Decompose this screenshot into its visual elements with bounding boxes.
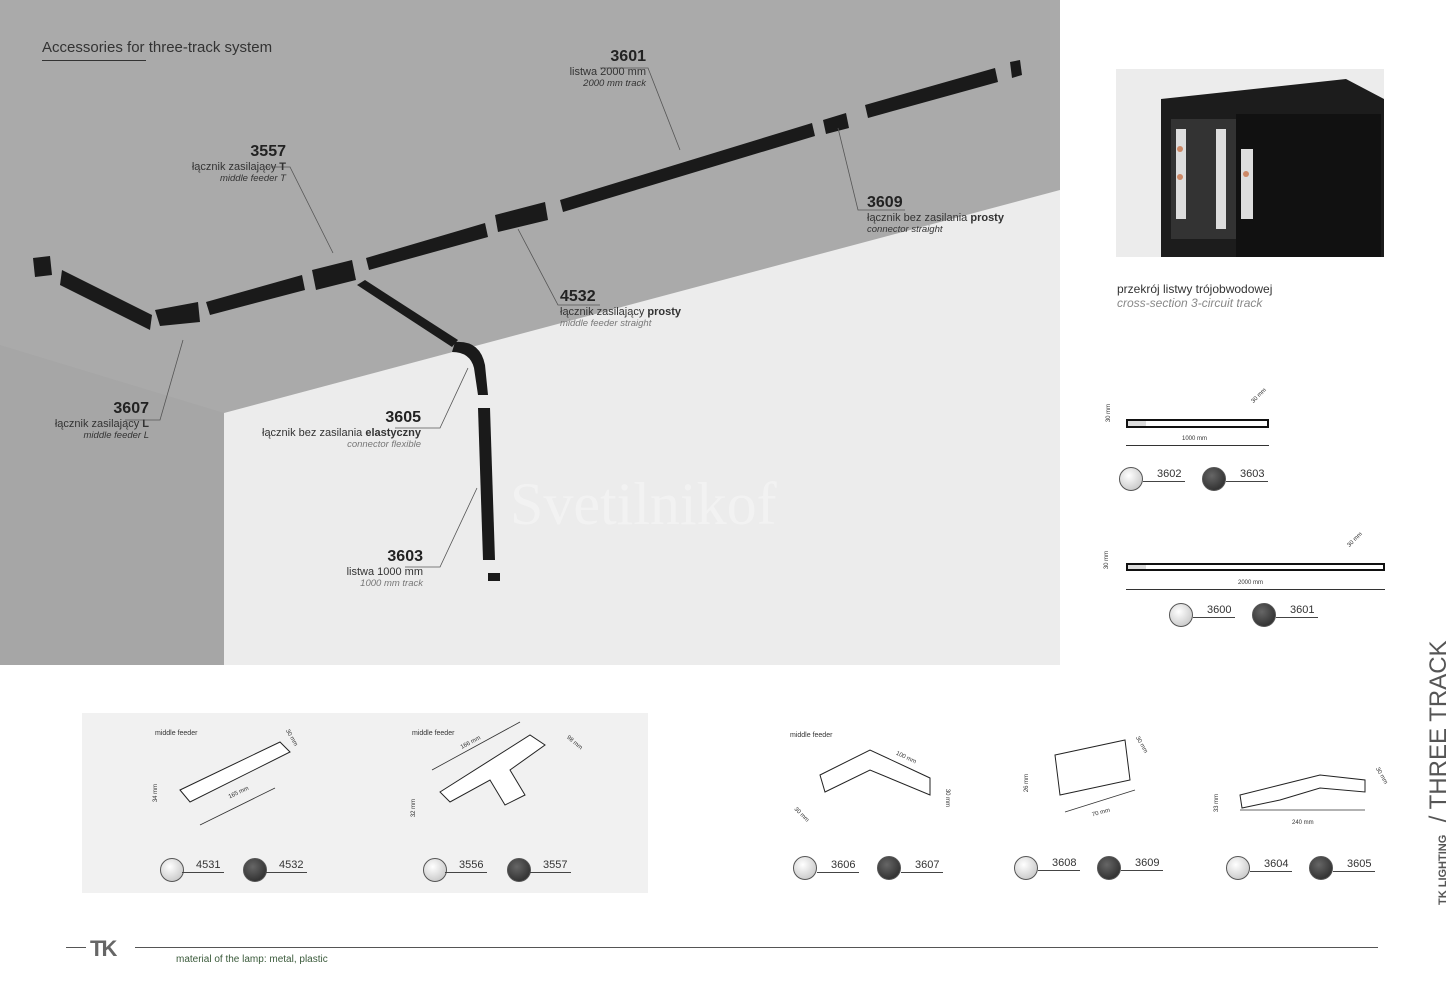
track-parts: [33, 60, 1022, 581]
watermark: Svetilnikof: [510, 471, 777, 537]
cross-section-caption: przekrój listwy trójobwodowej cross-sect…: [1117, 282, 1273, 310]
dim: 26 mm: [1024, 773, 1031, 793]
swatch-black: [1309, 856, 1333, 880]
swatch-black: [1202, 467, 1226, 491]
dim-width: 30 mm: [1250, 387, 1268, 405]
swatch-black: [243, 858, 267, 882]
product-code: 4532: [265, 859, 308, 873]
material-note: material of the lamp: metal, plastic: [176, 954, 328, 965]
product-code: 3603: [1226, 468, 1269, 482]
dim: 30 mm: [944, 788, 951, 808]
product-code: 3605: [1333, 858, 1376, 872]
product-label: middle feeder: [412, 730, 455, 737]
product-code: 3601: [1276, 604, 1319, 618]
swatch-black: [1252, 603, 1276, 627]
product-code: 3602: [1143, 468, 1186, 482]
dim-height: 30 mm: [1104, 550, 1111, 570]
swatch-chrome: [1119, 467, 1143, 491]
product-code: 3607: [901, 859, 944, 873]
dim: 33 mm: [1214, 793, 1221, 813]
dim: 240 mm: [1292, 820, 1314, 826]
product-code: 4531: [182, 859, 225, 873]
swatch-chrome: [1169, 603, 1193, 627]
product-code: 3606: [817, 859, 860, 873]
dim-length: 1000 mm: [1182, 436, 1208, 442]
swatch-black: [877, 856, 901, 880]
product-label: middle feeder: [155, 730, 198, 737]
cross-section-image: [1116, 69, 1384, 257]
dim: 32 mm: [411, 798, 418, 818]
ceiling-scene: [0, 0, 1060, 665]
swatch-chrome: [160, 858, 184, 882]
dim-length: 2000 mm: [1238, 580, 1264, 586]
swatch-chrome: [1226, 856, 1250, 880]
swatch-chrome: [793, 856, 817, 880]
dim: 34 mm: [153, 783, 160, 803]
product-code: 3608: [1038, 857, 1081, 871]
dim-width: 30 mm: [1346, 531, 1364, 549]
swatch-chrome: [423, 858, 447, 882]
track-bar: [1126, 563, 1385, 571]
footer-logo: TK: [90, 936, 117, 961]
side-brand: TK LIGHTING / THREE TRACK: [1425, 640, 1446, 905]
swatch-chrome: [1014, 856, 1038, 880]
footer-rule: [66, 947, 86, 948]
swatch-black: [507, 858, 531, 882]
product-code: 3600: [1193, 604, 1236, 618]
page-title: Accessories for three-track system: [42, 39, 273, 56]
dim-height: 30 mm: [1106, 403, 1113, 423]
product-code: 3609: [1121, 857, 1164, 871]
product-code: 3556: [445, 859, 488, 873]
track-bar: [1126, 419, 1269, 428]
product-code: 3557: [529, 859, 572, 873]
footer-rule: [135, 947, 1378, 948]
product-label: middle feeder: [790, 732, 833, 739]
product-drawings: [179, 721, 1366, 826]
swatch-black: [1097, 856, 1121, 880]
product-code: 3604: [1250, 858, 1293, 872]
title-underline: [42, 60, 146, 61]
